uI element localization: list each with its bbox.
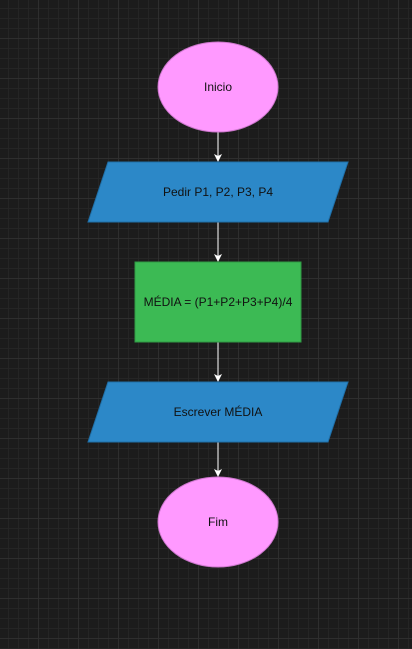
output-label: Escrever MÉDIA	[174, 404, 263, 419]
start-ellipse[interactable]	[157, 41, 279, 133]
end-node[interactable]: Fim	[157, 476, 279, 568]
output-node[interactable]: Escrever MÉDIA	[87, 381, 349, 443]
input-parallelogram[interactable]	[87, 161, 349, 223]
input-node[interactable]: Pedir P1, P2, P3, P4	[87, 161, 349, 223]
input-label: Pedir P1, P2, P3, P4	[163, 185, 273, 199]
process-label: MÉDIA = (P1+P2+P3+P4)/4	[144, 294, 293, 309]
end-label: Fim	[208, 515, 228, 529]
end-ellipse[interactable]	[157, 476, 279, 568]
output-parallelogram[interactable]	[87, 381, 349, 443]
process-node[interactable]: MÉDIA = (P1+P2+P3+P4)/4	[134, 261, 302, 343]
process-rectangle[interactable]	[134, 261, 302, 343]
start-node[interactable]: Inicio	[157, 41, 279, 133]
start-label: Inicio	[204, 80, 232, 94]
